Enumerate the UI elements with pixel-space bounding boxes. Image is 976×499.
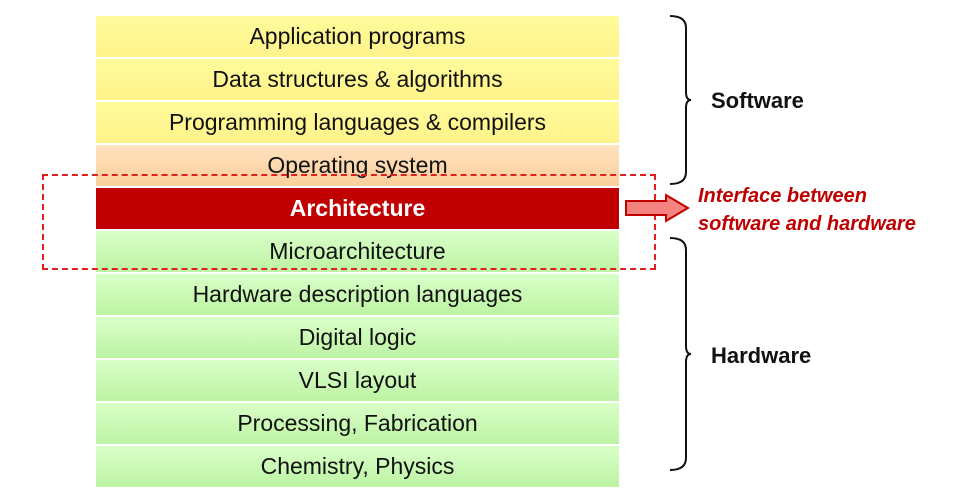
interface-line-1: Interface between <box>698 185 867 207</box>
hardware-label: Hardware <box>711 343 812 368</box>
layer-architecture: Architecture <box>96 188 619 229</box>
right-arrow-icon <box>625 193 690 223</box>
layer-programming-languages-compilers: Programming languages & compilers <box>96 102 619 143</box>
interface-annotation: Interface between software and hardware <box>698 182 916 238</box>
abstraction-layer-stack: Application programs Data structures & a… <box>96 16 619 489</box>
interface-dashed-box <box>42 174 656 270</box>
layer-chemistry-physics: Chemistry, Physics <box>96 446 619 487</box>
hardware-brace <box>669 237 692 471</box>
interface-line-2: software and hardware <box>698 213 916 235</box>
layer-vlsi-layout: VLSI layout <box>96 360 619 401</box>
layer-data-structures-algorithms: Data structures & algorithms <box>96 59 619 100</box>
layer-hardware-description-languages: Hardware description languages <box>96 274 619 315</box>
layer-application-programs: Application programs <box>96 16 619 57</box>
layer-operating-system: Operating system <box>96 145 619 186</box>
software-label: Software <box>711 88 804 113</box>
layer-microarchitecture: Microarchitecture <box>96 231 619 272</box>
software-brace <box>669 15 692 185</box>
layer-processing-fabrication: Processing, Fabrication <box>96 403 619 444</box>
layer-digital-logic: Digital logic <box>96 317 619 358</box>
